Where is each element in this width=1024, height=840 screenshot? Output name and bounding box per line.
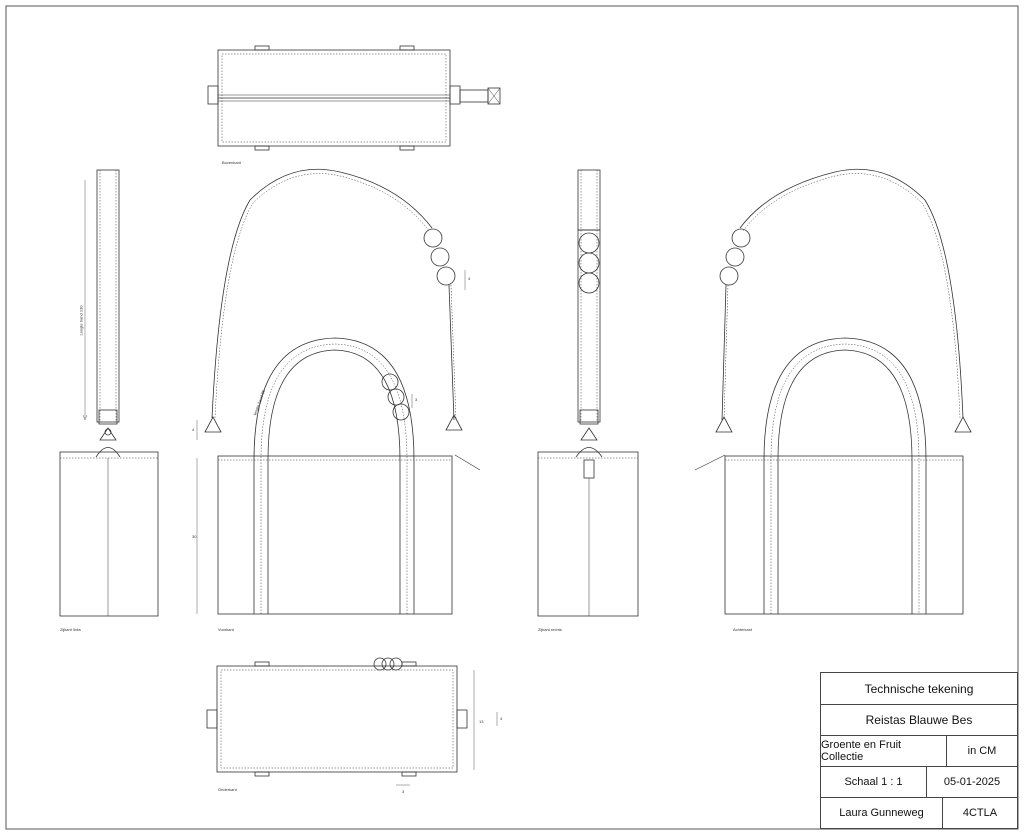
dim-bead-a: 4: [468, 276, 471, 281]
dim-strap-length: Lengte band 130: [78, 305, 84, 336]
drawing-title: Technische tekening: [864, 681, 974, 696]
label-right-view: Zijkant rechts: [538, 627, 562, 632]
dim-bottom-small: 4: [500, 716, 503, 721]
date-label: 05-01-2025: [943, 776, 1001, 788]
right-side-view: [537, 169, 639, 617]
label-top-view: Bovenkant: [222, 160, 241, 165]
collection-name: Groente en Fruit Collectie: [821, 739, 902, 763]
title-block-scale-row: Schaal 1 : 1 05-01-2025: [821, 767, 1017, 798]
label-back-view: Achterkant: [733, 627, 753, 632]
date-cell: 05-01-2025: [927, 767, 1017, 797]
label-front-view: Voorkant: [218, 627, 234, 632]
label-left-view: Zijkant links: [60, 627, 81, 632]
back-view: [694, 168, 972, 615]
dim-depth: 13: [479, 719, 484, 724]
top-view: [207, 45, 501, 151]
title-block-collection-row: Groente en Fruit Collectie in CM: [821, 736, 1017, 767]
class-cell: 4CTLA: [943, 798, 1017, 828]
dim-height: 30: [192, 534, 197, 539]
dim-hook: 4: [192, 427, 195, 432]
title-block: Technische tekening Reistas Blauwe Bes G…: [820, 672, 1018, 829]
author-cell: Laura Gunneweg: [821, 798, 943, 828]
author-name: Laura Gunneweg: [839, 807, 924, 819]
product-name: Reistas Blauwe Bes: [865, 713, 973, 727]
unit-label: in CM: [967, 745, 997, 757]
collection-cell: Groente en Fruit Collectie: [821, 736, 947, 766]
label-bottom-view: Onderkant: [218, 787, 237, 792]
title-block-title-row: Technische tekening: [821, 673, 1017, 705]
title-block-name-row: Reistas Blauwe Bes: [821, 705, 1017, 736]
scale-label: Schaal 1 : 1: [844, 776, 903, 788]
dim-bead-b: 3: [415, 397, 418, 402]
left-side-view: [59, 169, 159, 617]
dim-bottom-width: 3: [402, 789, 405, 794]
scale-cell: Schaal 1 : 1: [821, 767, 927, 797]
front-view: [196, 168, 481, 615]
unit-cell: in CM: [947, 736, 1017, 766]
title-block-author-row: Laura Gunneweg 4CTLA: [821, 798, 1017, 828]
bottom-view: [206, 657, 498, 786]
sheet-border: [5, 5, 1019, 830]
class-label: 4CTLA: [962, 807, 998, 819]
